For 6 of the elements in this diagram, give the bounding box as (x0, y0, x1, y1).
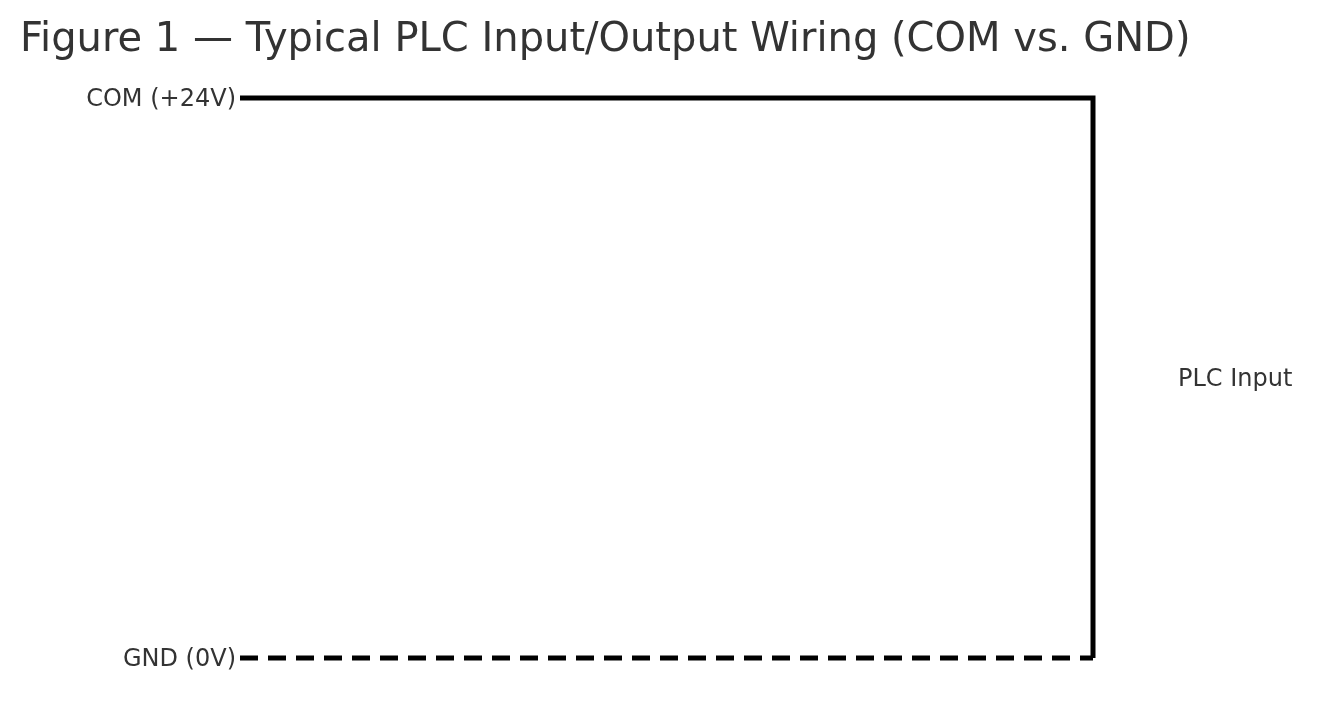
terminal-label: COM (+24V) (86, 84, 240, 112)
terminal-label: PLC Input (1178, 364, 1293, 392)
diagram-title: Figure 1 — Typical PLC Input/Output Wiring (COM vs. GND) (20, 14, 1191, 60)
terminal-label: GND (0V) (122, 644, 240, 672)
wire (240, 95, 1096, 658)
dashed-wire (240, 655, 1093, 661)
